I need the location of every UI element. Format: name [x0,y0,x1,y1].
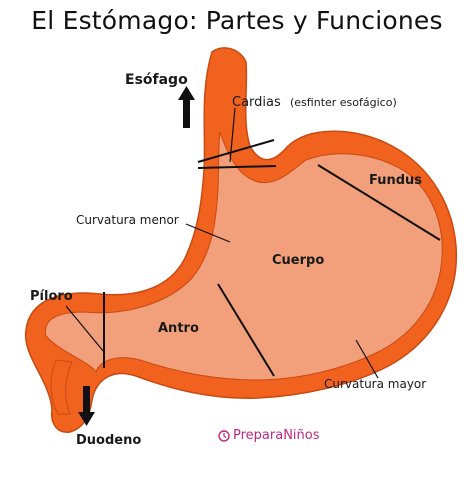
curvatura-menor-pointer [185,223,231,243]
label-cardias: Cardias [232,95,281,110]
cardias-line-1 [197,139,275,163]
label-cuerpo: Cuerpo [272,253,324,268]
label-antro: Antro [158,321,199,336]
esofago-arrow-icon [178,86,195,128]
cardias-line-2 [197,165,277,169]
label-cardias-note: (esfinter esofágico) [290,96,397,109]
antro-divider [217,283,275,377]
label-duodeno: Duodeno [76,433,141,448]
brand-logo: PreparaNiños [218,428,320,443]
clock-icon [218,429,230,442]
page-title: El Estómago: Partes y Funciones [31,6,443,35]
piloro-pointer [65,305,105,353]
curvatura-mayor-pointer [355,339,379,379]
stomach-inner-lining [45,131,443,381]
cardias-pointer [229,107,236,163]
duodeno-arrow-icon [78,386,95,426]
fundus-divider [317,164,441,241]
label-esofago: Esófago [125,72,188,88]
label-curvatura-mayor: Curvatura mayor [324,377,426,391]
brand-name: PreparaNiños [233,428,320,443]
label-fundus: Fundus [369,173,422,188]
label-piloro: Píloro [30,289,73,304]
label-curvatura-menor: Curvatura menor [76,213,179,227]
duodeno-tube [50,359,73,415]
